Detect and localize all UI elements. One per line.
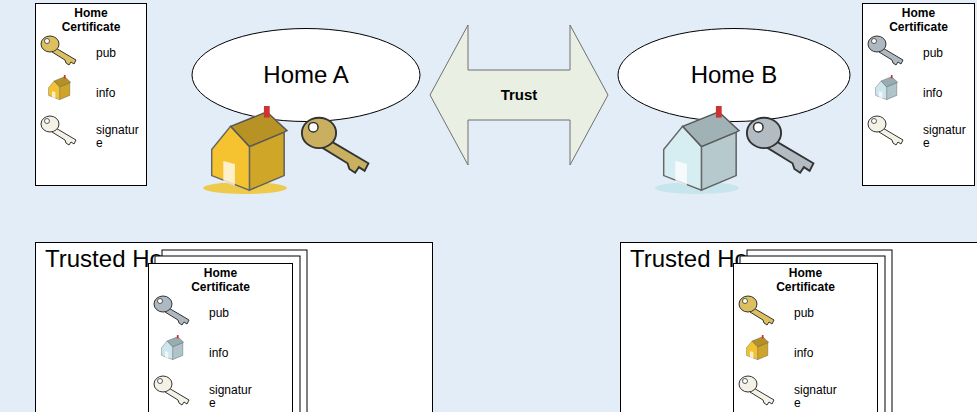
trusted-homes-box: Trusted HomesHome Certificatepubinfosign… [620, 242, 977, 412]
certificate-card: Home Certificate pub info signatur e [35, 3, 147, 186]
certificate-title: Home Certificate [882, 6, 956, 34]
field-label: info [209, 347, 259, 360]
certificate-title: Home Certificate [54, 6, 128, 34]
field-label: signatur e [96, 124, 146, 150]
house-shadow [655, 182, 739, 194]
field-label: info [923, 87, 973, 100]
certificate-card: Home Certificate pub info signatur e [733, 263, 878, 412]
field-label: signatur e [209, 384, 259, 410]
field-label: pub [923, 47, 973, 60]
field-label: info [794, 347, 844, 360]
certificate-card: Home Certificate pub info signatur e [862, 3, 975, 186]
home-name: Home A [182, 61, 430, 89]
trusted-homes-box: Trusted HomesHome Certificatepubinfosign… [35, 242, 433, 412]
certificate-card: Home Certificate pub info signatur e [148, 263, 293, 412]
house-shadow [203, 182, 287, 194]
field-label: pub [96, 47, 146, 60]
edge-label: Trust [501, 86, 538, 104]
field-label: info [96, 87, 146, 100]
field-label: signatur e [794, 384, 844, 410]
field-label: pub [209, 307, 259, 320]
field-label: pub [794, 307, 844, 320]
key-icon [302, 118, 369, 173]
trust-arrow [430, 25, 608, 165]
home-ellipse: Home B [608, 28, 860, 122]
certificate-title: Home Certificate [184, 266, 258, 294]
certificate-title: Home Certificate [769, 266, 843, 294]
home-ellipse: Home A [182, 28, 430, 122]
field-label: signatur e [923, 124, 973, 150]
key-icon [747, 118, 814, 173]
home-name: Home B [608, 61, 860, 89]
